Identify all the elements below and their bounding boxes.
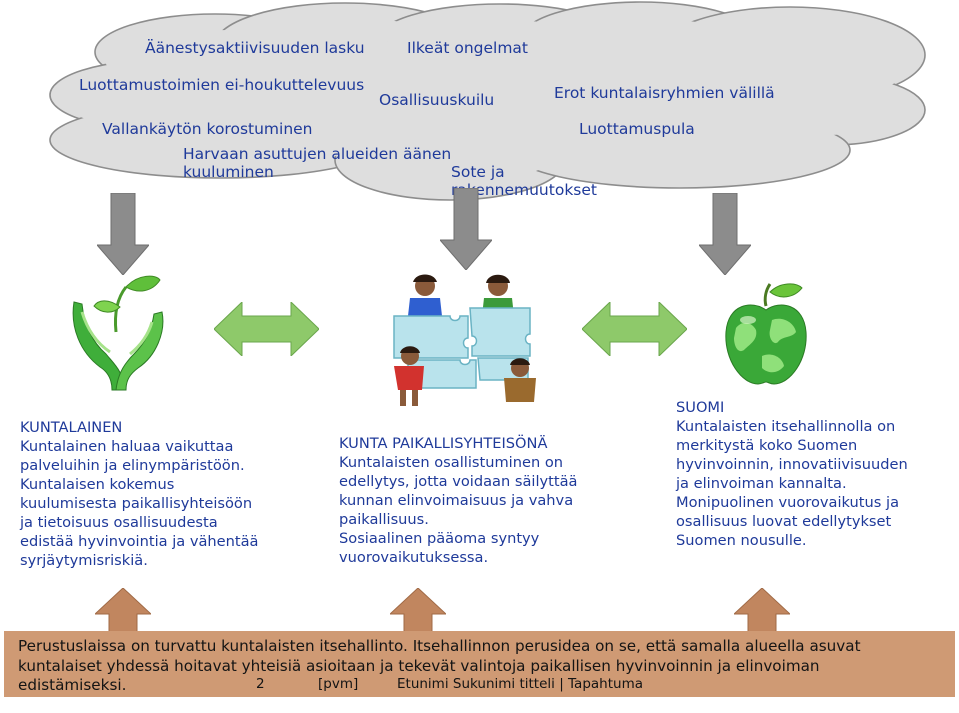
citizen-panel-line: edistää hyvinvointia ja vähentää xyxy=(20,533,259,550)
finland-panel-line: Monipuolinen vuorovaikutus ja xyxy=(676,494,900,511)
people-puzzle-icon xyxy=(393,274,536,406)
down-arrow-left xyxy=(97,193,149,275)
municipality-panel-line: KUNTA PAIKALLISYHTEISÖNÄ xyxy=(339,435,548,452)
issue-wicked-problems: Ilkeät ongelmat xyxy=(407,39,529,57)
finland-panel-line: ja elinvoiman kannalta. xyxy=(676,475,847,492)
issue-power-emphasis: Vallankäytön korostuminen xyxy=(102,120,313,138)
citizen-panel: KUNTALAINEN Kuntalainen haluaa vaikuttaa… xyxy=(20,418,259,570)
issue-voter-turnout: Äänestysaktiivisuuden lasku xyxy=(145,39,365,57)
municipality-panel-line: edellytys, jotta voidaan säilyttää xyxy=(339,473,578,490)
finland-panel-line: osallisuus luovat edellytykset xyxy=(676,513,892,530)
finland-panel: SUOMI Kuntalaisten itsehallinnolla on me… xyxy=(676,398,908,550)
constitution-banner xyxy=(4,631,955,697)
double-arrow-right xyxy=(582,302,687,356)
citizen-panel-line: palveluihin ja elinympäristöön. xyxy=(20,457,245,474)
constitution-text: Perustuslaissa on turvattu kuntalaisten … xyxy=(18,637,938,696)
presenter-info: Etunimi Sukunimi titteli | Tapahtuma xyxy=(397,676,643,692)
citizen-panel-line: ja tietoisuus osallisuudesta xyxy=(20,514,218,531)
constitution-line: kuntalaiset yhdessä hoitavat yhteisiä as… xyxy=(18,656,820,675)
finland-panel-line: hyvinvoinnin, innovatiivisuuden xyxy=(676,456,908,473)
citizen-panel-line: kuulumisesta paikallisyhteisöön xyxy=(20,495,253,512)
issue-sparse-areas-line2: kuuluminen xyxy=(183,163,274,181)
citizen-panel-line: KUNTALAINEN xyxy=(20,419,123,436)
citizen-panel-line: Kuntalaisen kokemus xyxy=(20,476,175,493)
issue-group-differences: Erot kuntalaisryhmien välillä xyxy=(554,84,775,102)
up-arrow-right xyxy=(734,588,790,634)
up-arrow-left xyxy=(95,588,151,634)
issue-sote-line1: Sote ja xyxy=(451,163,505,181)
leaf-in-hands-icon xyxy=(72,275,164,391)
issues-cloud xyxy=(49,1,926,201)
finland-panel-line: merkitystä koko Suomen xyxy=(676,437,858,454)
page-number: 2 xyxy=(256,676,265,692)
date-placeholder: [pvm] xyxy=(318,676,359,692)
double-arrow-left xyxy=(214,302,319,356)
municipality-panel-line: paikallisuus. xyxy=(339,511,429,528)
finland-panel-line: SUOMI xyxy=(676,399,725,416)
finland-panel-line: Suomen nousulle. xyxy=(676,532,807,549)
down-arrow-right xyxy=(699,193,751,275)
down-arrow-center xyxy=(440,188,492,270)
constitution-line: edistämiseksi. xyxy=(18,676,127,694)
issue-sparse-areas-line1: Harvaan asuttujen alueiden äänen xyxy=(183,145,452,163)
issue-sote-line2: rakennemuutokset xyxy=(451,181,597,199)
municipality-panel-line: Sosiaalinen pääoma syntyy xyxy=(339,530,540,547)
municipality-panel-line: kunnan elinvoimaisuus ja vahva xyxy=(339,492,574,509)
issue-participation-gap: Osallisuuskuilu xyxy=(379,91,495,109)
municipality-panel: KUNTA PAIKALLISYHTEISÖNÄ Kuntalaisten os… xyxy=(339,434,578,567)
green-apple-globe-icon xyxy=(725,283,807,385)
citizen-panel-line: syrjäytymisriskiä. xyxy=(20,552,148,569)
up-arrow-center xyxy=(390,588,446,634)
constitution-line: Perustuslaissa on turvattu kuntalaisten … xyxy=(18,637,861,655)
citizen-panel-line: Kuntalainen haluaa vaikuttaa xyxy=(20,438,234,455)
issue-trust-positions: Luottamustoimien ei-houkuttelevuus xyxy=(79,76,365,94)
issue-lack-of-trust: Luottamuspula xyxy=(579,120,695,138)
municipality-panel-line: vuorovaikutuksessa. xyxy=(339,549,489,566)
municipality-panel-line: Kuntalaisten osallistuminen on xyxy=(339,454,564,471)
finland-panel-line: Kuntalaisten itsehallinnolla on xyxy=(676,418,896,435)
